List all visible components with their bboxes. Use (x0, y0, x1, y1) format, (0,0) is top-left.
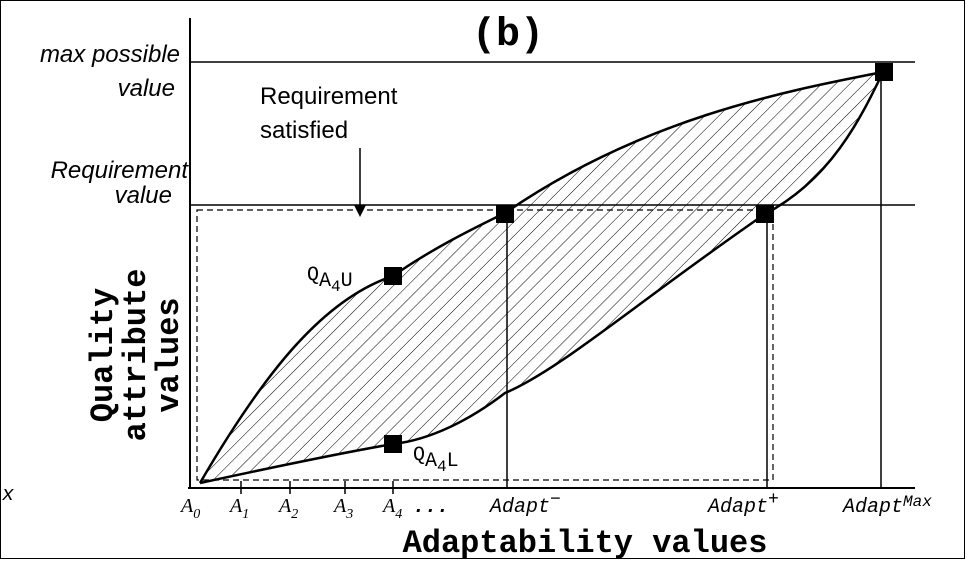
marker-q-lower (384, 435, 402, 453)
upper-curve (198, 70, 884, 484)
tick-label-a4: A4 (381, 495, 402, 522)
y-axis-title-line3: values (151, 297, 188, 412)
left-edge-fragment: x (1, 484, 14, 507)
annotation-requirement: Requirement (260, 83, 398, 110)
tick-label-adapt-minus: Adapt− (488, 490, 561, 519)
q-upper-label: QA4U (307, 264, 353, 296)
requirement-satisfied-region (196, 209, 774, 481)
max-possible-label: max possible (40, 41, 180, 68)
panel-label: (b) (472, 13, 544, 58)
marker-q-upper (384, 267, 402, 285)
requirement-value-label: value (115, 182, 172, 209)
x-axis-title: Adaptability values (403, 525, 768, 561)
y-axis-title: Quality attribute values (85, 269, 188, 442)
tick-ellipsis: ... (413, 496, 449, 519)
y-axis-title-line2: attribute (118, 269, 155, 442)
tick-label-a1: A1 (228, 495, 249, 522)
annotation-arrow-head (354, 205, 366, 217)
y-axis-title-line1: Quality (85, 288, 122, 422)
tick-label-a0: A0 (179, 495, 200, 522)
annotation-satisfied: satisfied (260, 117, 348, 144)
q-lower-label: QA4L (413, 444, 459, 476)
marker-adapt-max (875, 63, 893, 81)
lower-curve (199, 71, 885, 485)
hatched-band (200, 72, 883, 483)
tick-label-adapt-plus: Adapt+ (706, 490, 779, 519)
marker-adapt-plus (756, 205, 774, 223)
requirement-label: Requirement (51, 157, 190, 184)
max-value-label: value (118, 75, 175, 102)
tick-label-adapt-max: AdaptMax (841, 493, 932, 519)
tick-label-a3: A3 (332, 495, 353, 522)
marker-adapt-minus (496, 205, 514, 223)
tick-label-a2: A2 (277, 495, 298, 522)
